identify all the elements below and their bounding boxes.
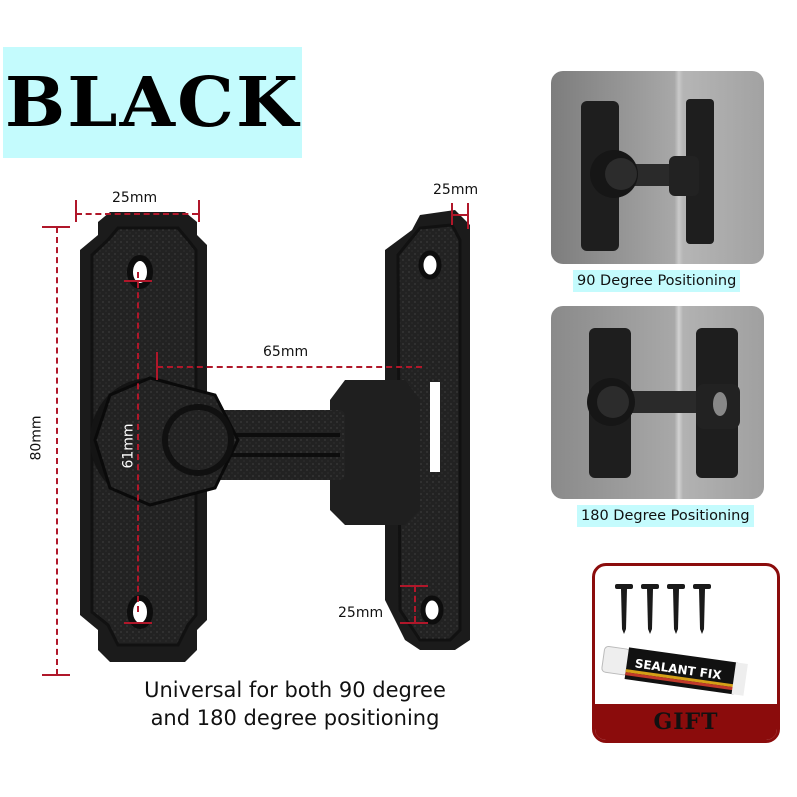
gift-bar: GIFT <box>595 704 777 740</box>
description: Universal for both 90 degree and 180 deg… <box>120 676 470 732</box>
dim-plate-height-line <box>56 227 58 675</box>
dim-tick <box>156 352 158 380</box>
title-banner <box>3 47 302 158</box>
dim-tick <box>124 280 152 282</box>
dim-keeper-slot-label: 25mm <box>338 605 384 621</box>
dim-plate-width-line <box>76 213 198 215</box>
latch-180-degree-image <box>587 328 740 478</box>
sealant-tube-icon: SEALANT FIX <box>601 646 748 696</box>
swing-bar <box>215 410 345 480</box>
screws-icon <box>615 584 711 634</box>
caption-90-degree: 90 Degree Positioning <box>573 270 741 292</box>
pivot-knob <box>90 376 240 507</box>
dim-keeper-width-line <box>451 214 467 216</box>
thumbnail-90-degree <box>551 71 764 264</box>
dim-tick <box>198 200 200 222</box>
description-line-1: Universal for both 90 degree <box>144 678 446 702</box>
title-text: BLACK <box>4 62 301 143</box>
dim-keeper-slot-line <box>414 586 416 622</box>
dim-hole-spacing-line <box>137 272 139 612</box>
dim-tick <box>75 200 77 222</box>
gift-box: SEALANT FIX GIFT <box>592 563 780 743</box>
caption-180-degree: 180 Degree Positioning <box>577 505 754 527</box>
dim-plate-width-label: 25mm <box>112 190 158 206</box>
dim-bar-length-label: 65mm <box>263 344 309 360</box>
dim-tick <box>42 674 70 676</box>
gift-items-image: SEALANT FIX <box>601 584 748 696</box>
gift-label: GIFT <box>653 709 719 735</box>
dim-bar-length-line <box>157 366 422 368</box>
latch-90-degree-image <box>581 99 714 251</box>
description-line-2: and 180 degree positioning <box>150 706 440 730</box>
dim-tick <box>400 622 428 624</box>
dim-hole-spacing-label: 61mm <box>120 423 137 469</box>
latch-illustration <box>80 210 470 662</box>
right-keeper-plate <box>330 210 470 650</box>
dim-tick <box>467 203 469 229</box>
dim-plate-height-label: 80mm <box>28 415 45 461</box>
dim-keeper-width-label: 25mm <box>433 182 479 198</box>
thumbnail-180-degree <box>551 306 764 499</box>
dim-tick <box>124 622 152 624</box>
